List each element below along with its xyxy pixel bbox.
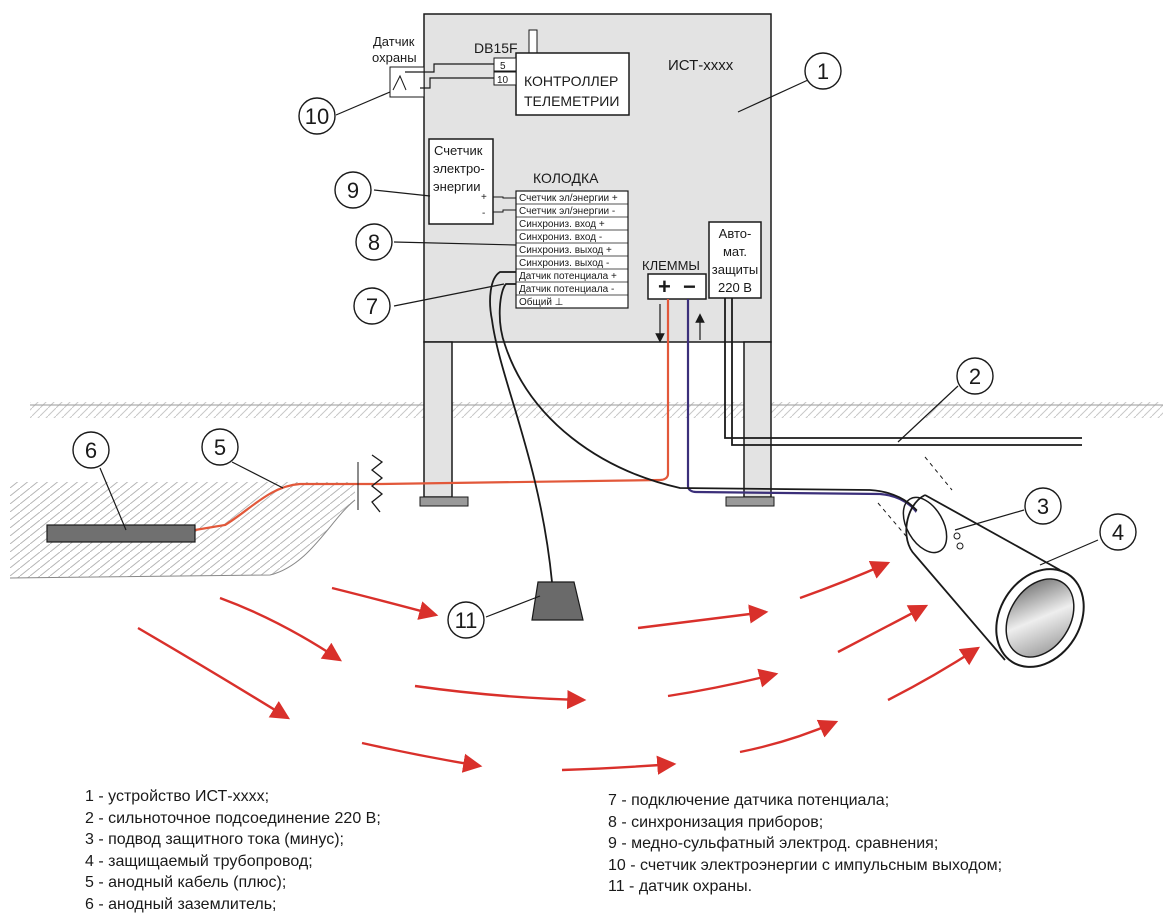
meter-minus: - [482,208,485,219]
output-terminals: КЛЕММЫ + − [642,258,706,299]
current-arrow-8 [668,674,776,696]
callout-number: 6 [85,438,97,463]
terminal-row-label: Счетчик эл/энергии + [519,193,618,204]
terminals-label: КЛЕММЫ [642,258,700,273]
callout-number: 1 [817,59,829,84]
current-arrow-2 [220,598,340,660]
legend-item: 7 - подключение датчика потенциала; [608,790,1002,812]
current-arrow-12 [888,648,978,700]
meter-label-line3: энергии [433,179,481,194]
callout-number: 9 [347,178,359,203]
connector-label: DB15F [474,40,518,56]
protected-pipeline [878,457,1101,683]
current-arrow-11 [740,722,836,752]
terminal-minus: − [683,274,696,299]
terminal-row-label: Синхрониз. выход - [519,258,609,269]
power-cable-220v [725,298,1082,445]
legend-item: 11 - датчик охраны. [608,876,1002,898]
terminal-row-label: Общий ⊥ [519,296,563,308]
protection-breaker: Авто- мат. защиты 220 В [709,222,761,298]
current-arrow-5 [362,743,480,766]
terminal-row-label: Счетчик эл/энергии - [519,206,615,217]
terminal-block-title: КОЛОДКА [533,170,599,186]
terminal-row-label: Синхрониз. вход + [519,219,605,230]
legend-item: 9 - медно-сульфатный электрод. сравнения… [608,833,1002,855]
device-title: ИСТ-хххх [668,57,734,74]
terminal-row-label: Синхрониз. вход - [519,232,602,243]
legend-item: 3 - подвод защитного тока (минус); [85,829,381,851]
callout-number: 2 [969,364,981,389]
current-arrow-6 [562,764,674,770]
legend-item: 6 - анодный заземлитель; [85,894,381,915]
ground-surface [30,402,1163,418]
callout-number: 5 [214,435,226,460]
current-arrow-9 [800,563,888,598]
meter-label-line2: электро- [433,161,485,176]
pin-10: 10 [497,75,509,86]
controller-label-line2: ТЕЛЕМЕТРИИ [524,93,619,109]
breaker-line2: мат. [723,244,747,259]
meter-label-line1: Счетчик [434,143,483,158]
callout-number: 3 [1037,494,1049,519]
callout-number: 7 [366,294,378,319]
legend-item: 4 - защищаемый трубопровод; [85,851,381,873]
callout-number: 11 [455,608,478,633]
callout-number: 4 [1112,520,1124,545]
terminal-row-label: Датчик потенциала - [519,284,614,295]
legend-item: 10 - счетчик электроэнергии с импульсным… [608,855,1002,877]
current-arrow-7 [638,612,766,628]
terminal-block: КОЛОДКА Счетчик эл/энергии + Счетчик эл/э… [516,170,628,308]
current-arrow-3 [138,628,288,718]
reference-electrode [532,582,583,620]
terminal-row-label: Синхрониз. выход + [519,245,612,256]
callout-number: 10 [305,104,329,129]
terminal-row-label: Датчик потенциала + [519,271,617,282]
terminal-plus: + [658,274,671,299]
legend-item: 5 - анодный кабель (плюс); [85,872,381,894]
current-arrow-10 [838,606,926,652]
anode-groundbed [47,525,195,542]
legend-item: 8 - синхронизация приборов; [608,812,1002,834]
pin-5: 5 [500,61,506,72]
callout-number: 8 [368,230,380,255]
controller-label-line1: КОНТРОЛЛЕР [524,73,618,89]
current-arrow-4 [415,686,584,700]
guard-sensor-label-line1: Датчик [373,34,415,49]
breaker-line4: 220 В [718,280,752,295]
legend-left: 1 - устройство ИСТ-хххх; 2 - сильноточно… [85,786,381,915]
meter-plus: + [481,192,487,203]
guard-sensor-label-line2: охраны [372,50,417,65]
breaker-line3: защиты [712,262,758,277]
legend-item: 1 - устройство ИСТ-хххх; [85,786,381,808]
current-arrow-1 [332,588,436,615]
breaker-line1: Авто- [719,226,752,241]
legend-right: 7 - подключение датчика потенциала; 8 - … [608,790,1002,898]
legend-item: 2 - сильноточное подсоединение 220 В; [85,808,381,830]
